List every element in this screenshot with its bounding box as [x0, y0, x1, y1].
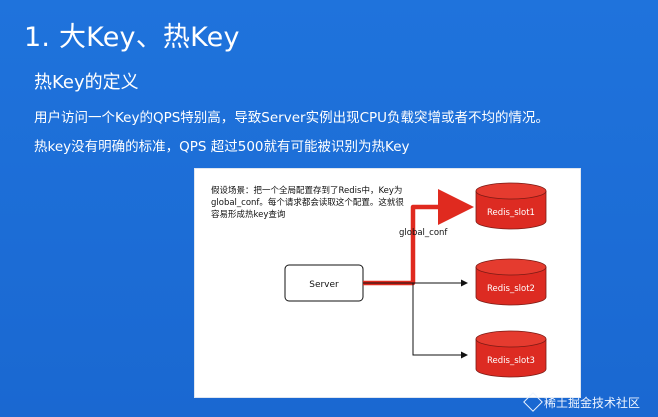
- redis-slot3-cylinder: Redis_slot3: [475, 330, 547, 378]
- watermark-text: 稀土掘金技术社区: [543, 396, 640, 410]
- architecture-diagram: 假设场景：把一个全局配置存到了Redis中，Key为 global_conf。每…: [211, 182, 547, 378]
- hot-key-arrow: [363, 189, 474, 286]
- arrow-to-slot3: [412, 283, 468, 359]
- watermark: 稀土掘金技术社区: [523, 392, 640, 412]
- standard-line: 热key没有明确的标准，QPS 超过500就有可能被识别为热Key: [34, 139, 410, 155]
- redis-slot2-label: Redis_slot2: [487, 284, 535, 294]
- redis-slot1-cylinder: Redis_slot1: [475, 182, 547, 230]
- slide-subtitle: 热Key的定义: [34, 72, 139, 93]
- hot-key-label: global_conf: [399, 228, 448, 238]
- slide-title: 1. 大Key、热Key: [24, 22, 240, 53]
- diagram-panel: 假设场景：把一个全局配置存到了Redis中，Key为 global_conf。每…: [194, 168, 581, 398]
- diagram-note-1: 假设场景：把一个全局配置存到了Redis中，Key为: [211, 185, 402, 196]
- juejin-logo-icon: [523, 392, 543, 412]
- server-label: Server: [309, 280, 339, 290]
- diagram-note-2: global_conf。每个请求都会读取这个配置。这就很: [211, 197, 404, 208]
- redis-slot2-cylinder: Redis_slot2: [475, 258, 547, 306]
- diagram-note-3: 容易形成热key查询: [211, 209, 285, 220]
- redis-slot3-label: Redis_slot3: [487, 356, 535, 366]
- definition-line: 用户访问一个Key的QPS特别高，导致Server实例出现CPU负载突增或者不均…: [34, 110, 550, 126]
- redis-slot1-label: Redis_slot1: [487, 208, 535, 218]
